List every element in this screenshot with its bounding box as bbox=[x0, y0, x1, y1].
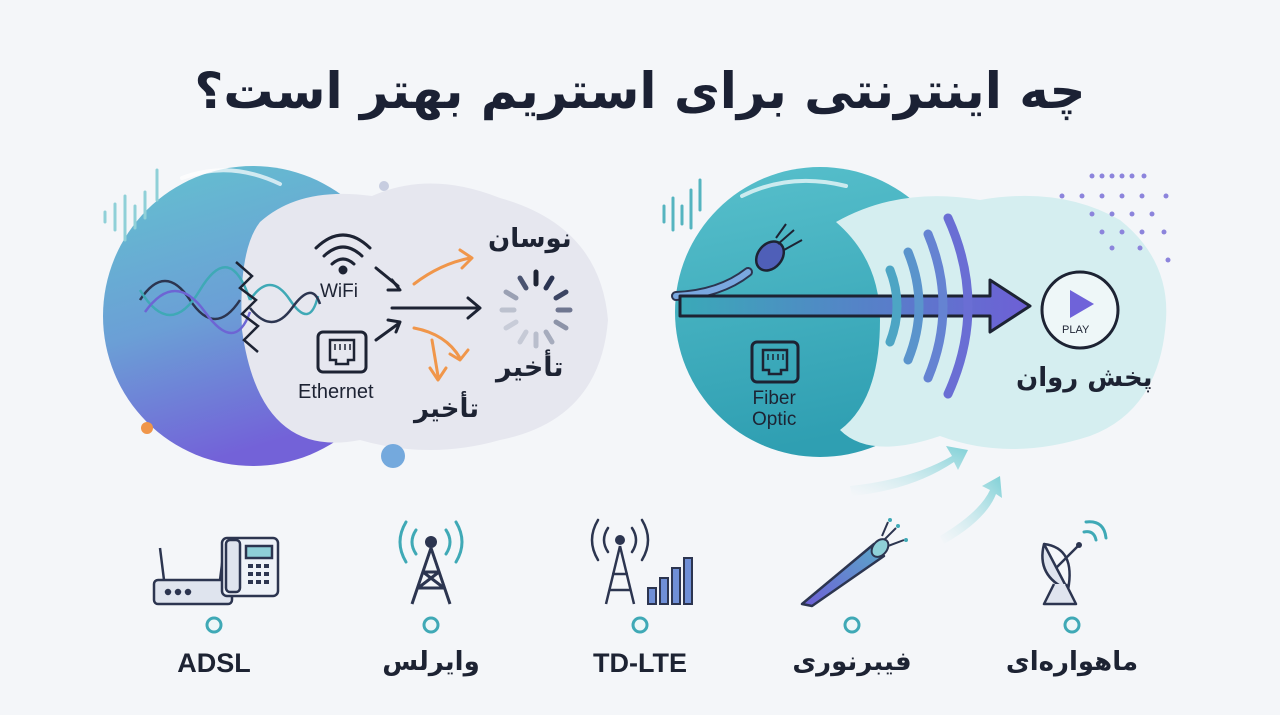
timeline-label-satellite: ماهواره‌ای bbox=[1005, 647, 1139, 677]
fiber-port-icon bbox=[750, 340, 800, 384]
lte-tower-signal-icon bbox=[590, 518, 693, 605]
fiber-optic-label: Fiber Optic bbox=[752, 388, 796, 430]
fast-arrow-icon bbox=[678, 278, 1032, 334]
satellite-dish-icon bbox=[1041, 520, 1108, 606]
wifi-icon bbox=[314, 233, 372, 275]
wifi-label: WiFi bbox=[320, 281, 358, 302]
jitter-label: نوسان bbox=[488, 224, 572, 254]
timeline-node bbox=[843, 616, 861, 634]
zigzag-break-icon bbox=[235, 261, 260, 353]
equalizer-bars-decor bbox=[103, 168, 159, 242]
right-panel bbox=[662, 167, 1171, 544]
fiber-label-line1: Fiber bbox=[752, 388, 796, 409]
wireless-tower-icon bbox=[398, 520, 464, 605]
buffering-spinner-icon bbox=[499, 269, 573, 349]
ethernet-label: Ethernet bbox=[298, 381, 374, 403]
timeline-label-tdlte: TD-LTE bbox=[593, 648, 687, 678]
blue-bubble-decor bbox=[381, 444, 405, 468]
timeline bbox=[152, 518, 1108, 634]
page-title: چه اینترنتی برای استریم بهتر است؟ bbox=[194, 62, 1086, 120]
timeline-label-wireless: وایرلس bbox=[382, 647, 480, 677]
fiber-cable-icon bbox=[800, 518, 908, 608]
fiber-label-line2: Optic bbox=[752, 409, 797, 430]
play-label: PLAY bbox=[1062, 324, 1090, 336]
left-panel bbox=[103, 166, 608, 468]
signal-arcs-icon bbox=[885, 213, 973, 399]
play-button-icon bbox=[1040, 270, 1120, 350]
timeline-node bbox=[631, 616, 649, 634]
delay-label-bottom: تأخیر bbox=[414, 394, 480, 424]
dot-grid-decor bbox=[1059, 173, 1171, 263]
smooth-playback-label: پخش روان bbox=[1016, 363, 1153, 393]
orange-dot-decor bbox=[141, 422, 153, 434]
flow-arrows-icon bbox=[374, 266, 482, 342]
wave-lines-icon bbox=[138, 266, 322, 334]
ethernet-port-icon bbox=[316, 330, 368, 374]
delay-label-right: تأخیر bbox=[496, 352, 564, 383]
orange-arrows-icon bbox=[412, 248, 474, 382]
router-phone-icon bbox=[152, 536, 280, 606]
timeline-node bbox=[205, 616, 223, 634]
timeline-label-adsl: ADSL bbox=[177, 648, 251, 678]
timeline-label-fiber: فیبرنوری bbox=[792, 647, 912, 677]
upgrade-arrows-icon bbox=[850, 446, 1002, 544]
timeline-node bbox=[422, 616, 440, 634]
timeline-node bbox=[1063, 616, 1081, 634]
equalizer-bars-decor-right bbox=[662, 178, 702, 232]
